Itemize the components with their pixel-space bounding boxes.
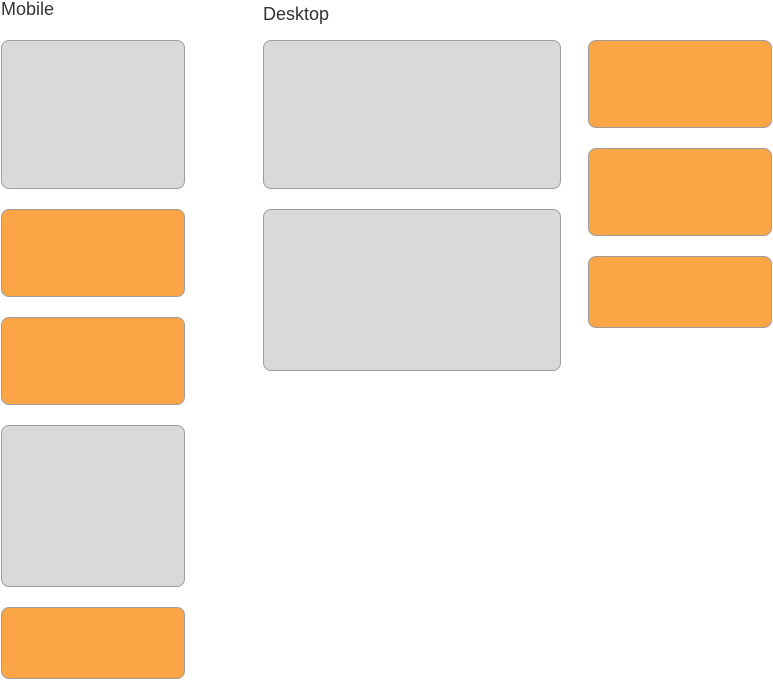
desktop-main-block-2	[263, 209, 561, 371]
mobile-block-5	[1, 607, 185, 679]
mobile-block-4	[1, 425, 185, 587]
desktop-side-block-1	[588, 40, 772, 128]
desktop-side-block-2	[588, 148, 772, 236]
desktop-side-block-3	[588, 256, 772, 328]
desktop-label: Desktop	[263, 4, 330, 24]
mobile-block-1	[1, 40, 185, 189]
mobile-block-3	[1, 317, 185, 405]
mobile-label: Mobile	[1, 0, 55, 19]
desktop-main-block-1	[263, 40, 561, 189]
mobile-block-2	[1, 209, 185, 297]
